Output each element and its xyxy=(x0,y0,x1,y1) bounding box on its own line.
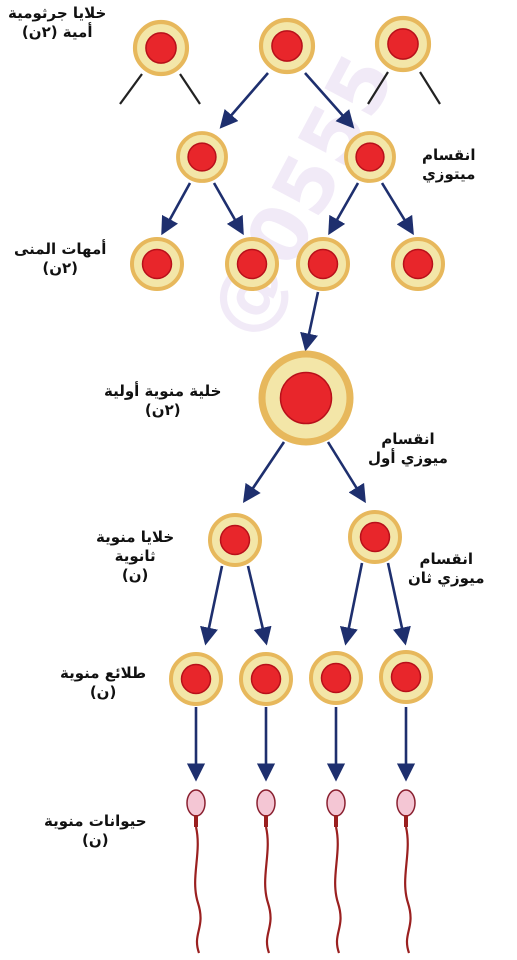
label-meiosis-two-line1: انقسام xyxy=(419,550,473,568)
label-secondary-spermatocytes-line1: خلايا منوية xyxy=(96,528,175,546)
secondary-spermatocyte-2 xyxy=(348,510,402,564)
sperm-midpiece-4 xyxy=(404,815,408,827)
mitosis-cell-2 xyxy=(344,131,396,183)
germ-cell-3 xyxy=(374,15,432,73)
primary-spermatocyte xyxy=(258,350,354,446)
secondary-spermatocyte-2-nucleus xyxy=(359,521,391,553)
sperm-tail-3 xyxy=(334,826,342,954)
label-meiosis-one: انقسام ميوزي أول xyxy=(368,430,448,468)
label-meiosis-two: انقسام ميوزي ثان xyxy=(408,550,485,588)
germ-cell-2-nucleus xyxy=(271,30,303,62)
label-mitosis-line1: انقسام xyxy=(422,146,476,164)
germ-cell-1-nucleus xyxy=(145,32,177,64)
label-germ-cells-line2: أمية (٢ن) xyxy=(21,22,93,41)
label-primary-spermatocyte: خلية منوية أولية (٢ن) xyxy=(104,382,221,420)
spermatid-1 xyxy=(169,652,223,706)
sperm-midpiece-3 xyxy=(334,815,338,827)
secondary-spermatocyte-1-nucleus xyxy=(219,524,251,556)
label-spermatogonia: أمهات المنى (٢ن) xyxy=(14,240,106,278)
label-germ-cells-line1: خلايا جرثومية xyxy=(8,4,107,22)
spermatogonium-1-nucleus xyxy=(141,248,173,280)
sperm-tail-4 xyxy=(404,826,412,954)
label-spermatids: طلائع منوية (ن) xyxy=(60,664,146,702)
germ-line-3a xyxy=(367,71,389,105)
spermatogonium-3 xyxy=(296,237,350,291)
label-meiosis-one-line2: ميوزي أول xyxy=(368,448,448,467)
primary-spermatocyte-nucleus xyxy=(279,371,333,425)
mitosis-cell-1 xyxy=(176,131,228,183)
label-primary-spermatocyte-line2: (٢ن) xyxy=(144,400,181,419)
sperm-midpiece-1 xyxy=(194,815,198,827)
arrow-mitosis-1-b xyxy=(212,182,244,236)
label-meiosis-two-line2: ميوزي ثان xyxy=(408,568,485,587)
sperm-head-3 xyxy=(326,789,346,817)
label-germ-cells: خلايا جرثومية أمية (٢ن) xyxy=(8,4,106,42)
label-mitosis: انقسام ميتوزي xyxy=(422,146,475,184)
label-spermatids-line2: (ن) xyxy=(89,682,117,701)
arrow-meiosis1-right xyxy=(326,441,366,504)
arrow-mitosis-2-a xyxy=(328,182,360,236)
germ-cell-3-nucleus xyxy=(387,28,419,60)
germ-cell-1 xyxy=(132,19,190,77)
germ-line-3b xyxy=(419,71,441,105)
label-spermatids-line1: طلائع منوية xyxy=(60,664,147,682)
arrow-to-primary xyxy=(300,291,320,352)
label-sperms: حيوانات منوية (ن) xyxy=(44,812,147,850)
spermatogonium-4 xyxy=(391,237,445,291)
label-secondary-spermatocytes-line2: ثانوية xyxy=(114,546,156,565)
label-meiosis-one-line1: انقسام xyxy=(381,430,435,448)
spermatid-2 xyxy=(239,652,293,706)
spermatid-4 xyxy=(379,650,433,704)
spermatid-4-nucleus xyxy=(390,661,422,693)
arrow-germ-to-mitosis-right xyxy=(304,72,355,129)
arrow-meiosis2-1b xyxy=(246,565,272,646)
sperm-head-1 xyxy=(186,789,206,817)
sperm-midpiece-2 xyxy=(264,815,268,827)
sperm-tail-2 xyxy=(264,826,272,954)
sperm-1 xyxy=(186,789,206,954)
spermatogonium-3-nucleus xyxy=(307,248,339,280)
sperm-3 xyxy=(326,789,346,954)
spermatid-1-nucleus xyxy=(180,663,212,695)
label-secondary-spermatocytes-line3: (ن) xyxy=(121,565,149,584)
spermatid-2-nucleus xyxy=(250,663,282,695)
sperm-head-4 xyxy=(396,789,416,817)
spermatogonium-2-nucleus xyxy=(236,248,268,280)
arrow-meiosis1-left xyxy=(242,441,286,504)
spermatogonium-1 xyxy=(130,237,184,291)
arrow-germ-to-mitosis-left xyxy=(219,72,269,129)
spermatid-3-nucleus xyxy=(320,662,352,694)
germ-line-1b xyxy=(179,73,201,105)
label-spermatogonia-line2: (٢ن) xyxy=(42,258,79,277)
sperm-head-2 xyxy=(256,789,276,817)
mitosis-cell-2-nucleus xyxy=(355,142,385,172)
spermatogonium-4-nucleus xyxy=(402,248,434,280)
mitosis-cell-1-nucleus xyxy=(187,142,217,172)
label-mitosis-line2: ميتوزي xyxy=(422,164,476,183)
germ-line-1a xyxy=(119,73,143,105)
sperm-tail-1 xyxy=(194,826,202,954)
arrow-mitosis-2-b xyxy=(380,182,414,236)
arrow-meiosis2-2b xyxy=(386,562,411,646)
sperm-4 xyxy=(396,789,416,954)
label-sperms-line2: (ن) xyxy=(82,830,109,849)
arrow-mitosis-1-a xyxy=(161,182,192,236)
arrow-meiosis2-1a xyxy=(200,565,224,646)
label-sperms-line1: حيوانات منوية xyxy=(44,812,147,830)
label-secondary-spermatocytes: خلايا منوية ثانوية (ن) xyxy=(96,528,174,584)
sperm-2 xyxy=(256,789,276,954)
spermatogonium-2 xyxy=(225,237,279,291)
spermatid-3 xyxy=(309,651,363,705)
label-spermatogonia-line1: أمهات المنى xyxy=(14,240,107,258)
secondary-spermatocyte-1 xyxy=(208,513,262,567)
germ-cell-2 xyxy=(258,17,316,75)
label-primary-spermatocyte-line1: خلية منوية أولية xyxy=(104,382,222,400)
arrow-meiosis2-2a xyxy=(339,562,364,646)
